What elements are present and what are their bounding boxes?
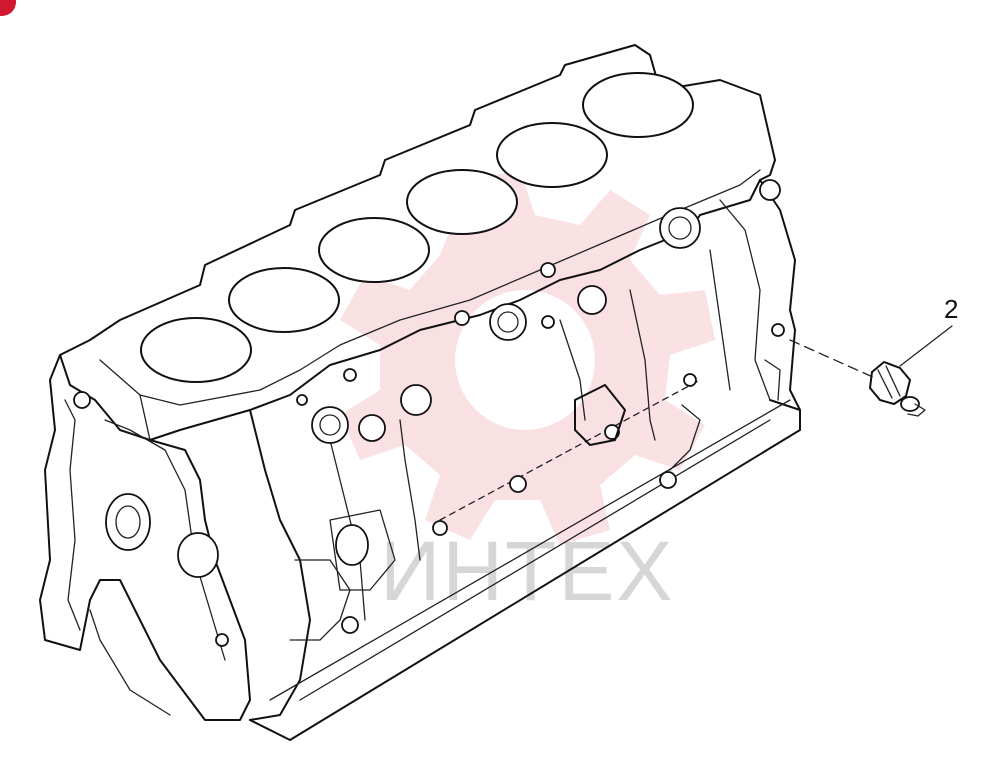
part-2-body xyxy=(869,361,911,405)
front-face-port xyxy=(177,532,219,578)
cylinder-bore-1 xyxy=(140,317,252,383)
cylinder-bore-6 xyxy=(582,72,694,138)
cylinder-bore-5 xyxy=(496,122,608,188)
side-face xyxy=(249,409,311,721)
pressure-switch-part: 2 xyxy=(789,294,958,417)
front-face-bore xyxy=(105,493,151,551)
watermark-text: ИНТЕХ xyxy=(380,524,674,618)
side-port-5 xyxy=(577,285,607,315)
side-port-3 xyxy=(400,384,432,416)
side-port-6 xyxy=(659,207,701,249)
cylinder-bore-3 xyxy=(318,217,430,283)
filter-mount-pad xyxy=(574,384,626,446)
oil-pan-rail xyxy=(249,399,801,741)
part-2-leader-line xyxy=(899,325,953,367)
engine-block xyxy=(39,44,801,741)
top-deck-outline xyxy=(59,44,776,441)
side-port-2 xyxy=(358,414,386,442)
cylinder-bore-4 xyxy=(406,169,518,235)
corner-badge xyxy=(0,0,16,16)
cylinder-bore-2 xyxy=(228,267,340,333)
side-port-1 xyxy=(311,406,349,444)
side-port-4 xyxy=(489,303,527,341)
part-2-leader-dashed xyxy=(789,339,876,379)
part-2-callout-label: 2 xyxy=(944,294,958,324)
